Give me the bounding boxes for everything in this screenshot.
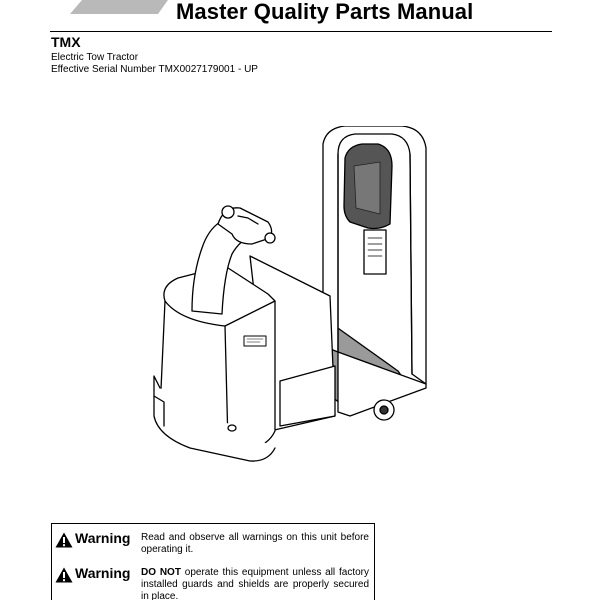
title-divider — [50, 31, 552, 32]
warning-text: Read and observe all warnings on this un… — [141, 532, 369, 555]
warning-label: Warning — [75, 565, 131, 581]
warning-triangle-icon — [55, 532, 73, 548]
warning-box: Warning Read and observe all warnings on… — [51, 523, 375, 600]
warning-emphasis: DO NOT — [141, 567, 181, 578]
warning-text-body: operate this equipment unless all factor… — [141, 567, 369, 600]
product-type: Electric Tow Tractor — [51, 52, 139, 63]
page-title: Master Quality Parts Manual — [176, 0, 474, 24]
model-name: TMX — [51, 34, 81, 50]
tow-tractor-illustration — [153, 126, 427, 462]
brand-corner-graphic — [70, 0, 168, 14]
warning-text: DO NOT operate this equipment unless all… — [141, 567, 369, 600]
warning-label: Warning — [75, 530, 131, 546]
warning-triangle-icon — [55, 567, 73, 583]
serial-range: Effective Serial Number TMX0027179001 - … — [51, 64, 258, 75]
